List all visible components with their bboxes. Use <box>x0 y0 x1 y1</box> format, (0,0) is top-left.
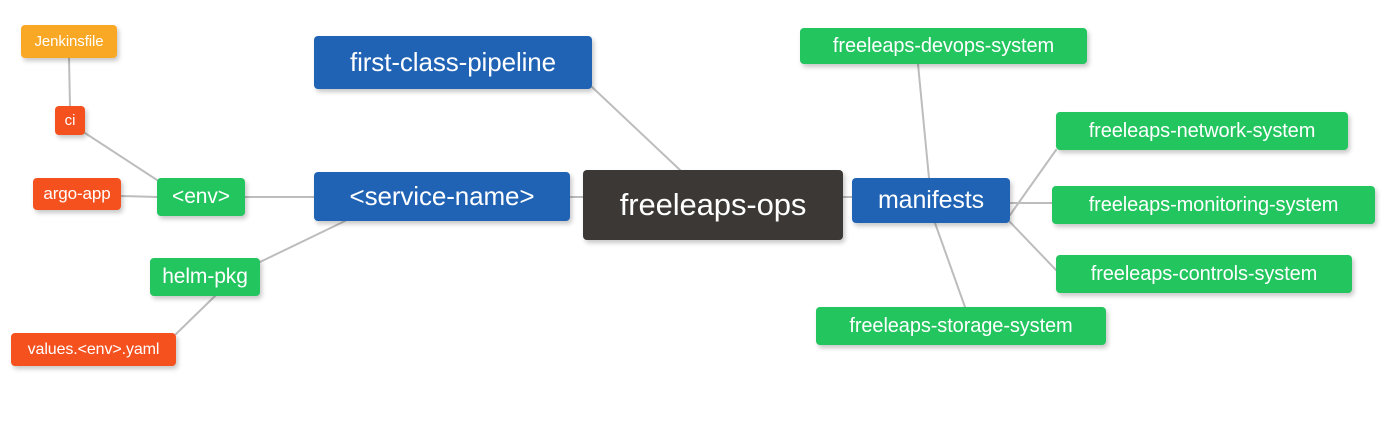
node-freeleaps-ops[interactable]: freeleaps-ops <box>583 170 843 240</box>
node-service-name[interactable]: <service-name> <box>314 172 570 221</box>
node-jenkinsfile[interactable]: Jenkinsfile <box>21 25 117 58</box>
node-helm-pkg[interactable]: helm-pkg <box>150 258 260 296</box>
edge-manifests-to-freeleaps-devops-system <box>917 63 930 179</box>
node-freeleaps-network-system[interactable]: freeleaps-network-system <box>1056 112 1348 150</box>
edge-helm-pkg-to-service-name <box>259 220 346 263</box>
edge-jenkinsfile-to-ci <box>68 57 71 107</box>
node-values-env-yaml[interactable]: values.<env>.yaml <box>11 333 176 366</box>
node-freeleaps-controls-system[interactable]: freeleaps-controls-system <box>1056 255 1352 293</box>
node-argo-app[interactable]: argo-app <box>33 178 121 210</box>
node-freeleaps-storage-system[interactable]: freeleaps-storage-system <box>816 307 1106 345</box>
edge-manifests-to-freeleaps-network-system <box>1009 149 1057 216</box>
edge-values-env-yaml-to-helm-pkg <box>175 295 216 335</box>
node-freeleaps-monitoring-system[interactable]: freeleaps-monitoring-system <box>1052 186 1375 224</box>
node-env[interactable]: <env> <box>157 178 245 216</box>
edge-ci-to-env <box>84 132 158 181</box>
node-ci[interactable]: ci <box>55 106 85 135</box>
node-freeleaps-devops-system[interactable]: freeleaps-devops-system <box>800 28 1087 64</box>
edge-manifests-to-freeleaps-storage-system <box>934 222 966 308</box>
node-manifests[interactable]: manifests <box>852 178 1010 223</box>
edge-manifests-to-freeleaps-controls-system <box>1009 221 1057 271</box>
edge-first-class-pipeline-to-freeleaps-ops <box>591 86 681 171</box>
edge-argo-app-to-env <box>120 195 158 198</box>
node-first-class-pipeline[interactable]: first-class-pipeline <box>314 36 592 89</box>
